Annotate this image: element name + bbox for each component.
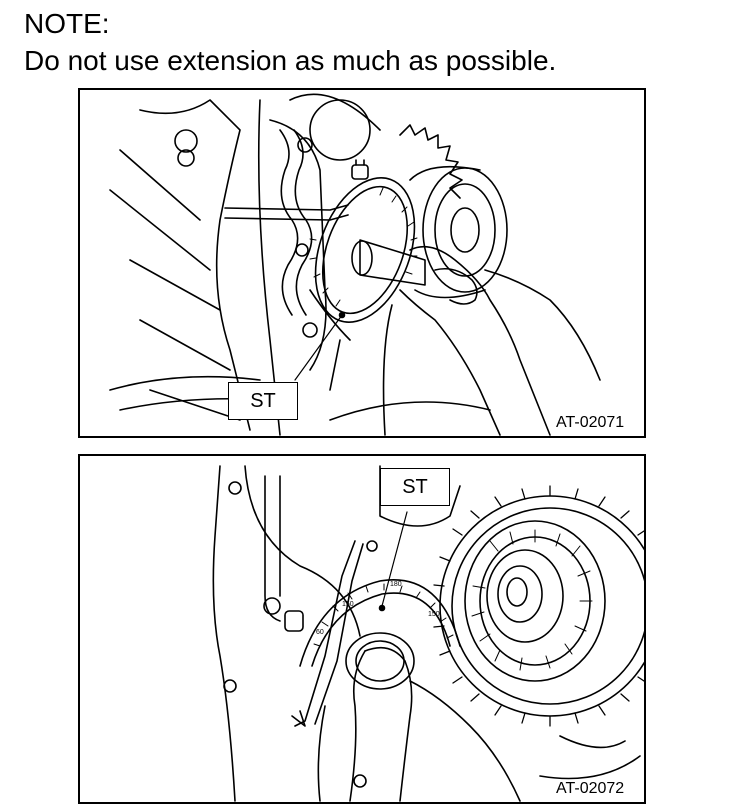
figure-2-illustration: 150 180 60 150 bbox=[212, 465, 644, 802]
note-title: NOTE: bbox=[24, 8, 110, 39]
figure-1: ST AT-02071 bbox=[78, 88, 646, 438]
svg-text:180: 180 bbox=[390, 581, 402, 588]
st-label-2: ST bbox=[380, 468, 450, 506]
figure-code-2: AT-02072 bbox=[556, 780, 625, 797]
svg-text:150: 150 bbox=[428, 611, 440, 618]
svg-text:60: 60 bbox=[316, 629, 324, 636]
figure-2: 150 180 60 150 ST AT-02072 bbox=[78, 454, 646, 804]
figure-code-1: AT-02071 bbox=[556, 414, 625, 431]
st-label-1: ST bbox=[228, 382, 298, 420]
note-text: Do not use extension as much as possible… bbox=[24, 45, 557, 76]
figure-1-illustration bbox=[109, 93, 601, 436]
